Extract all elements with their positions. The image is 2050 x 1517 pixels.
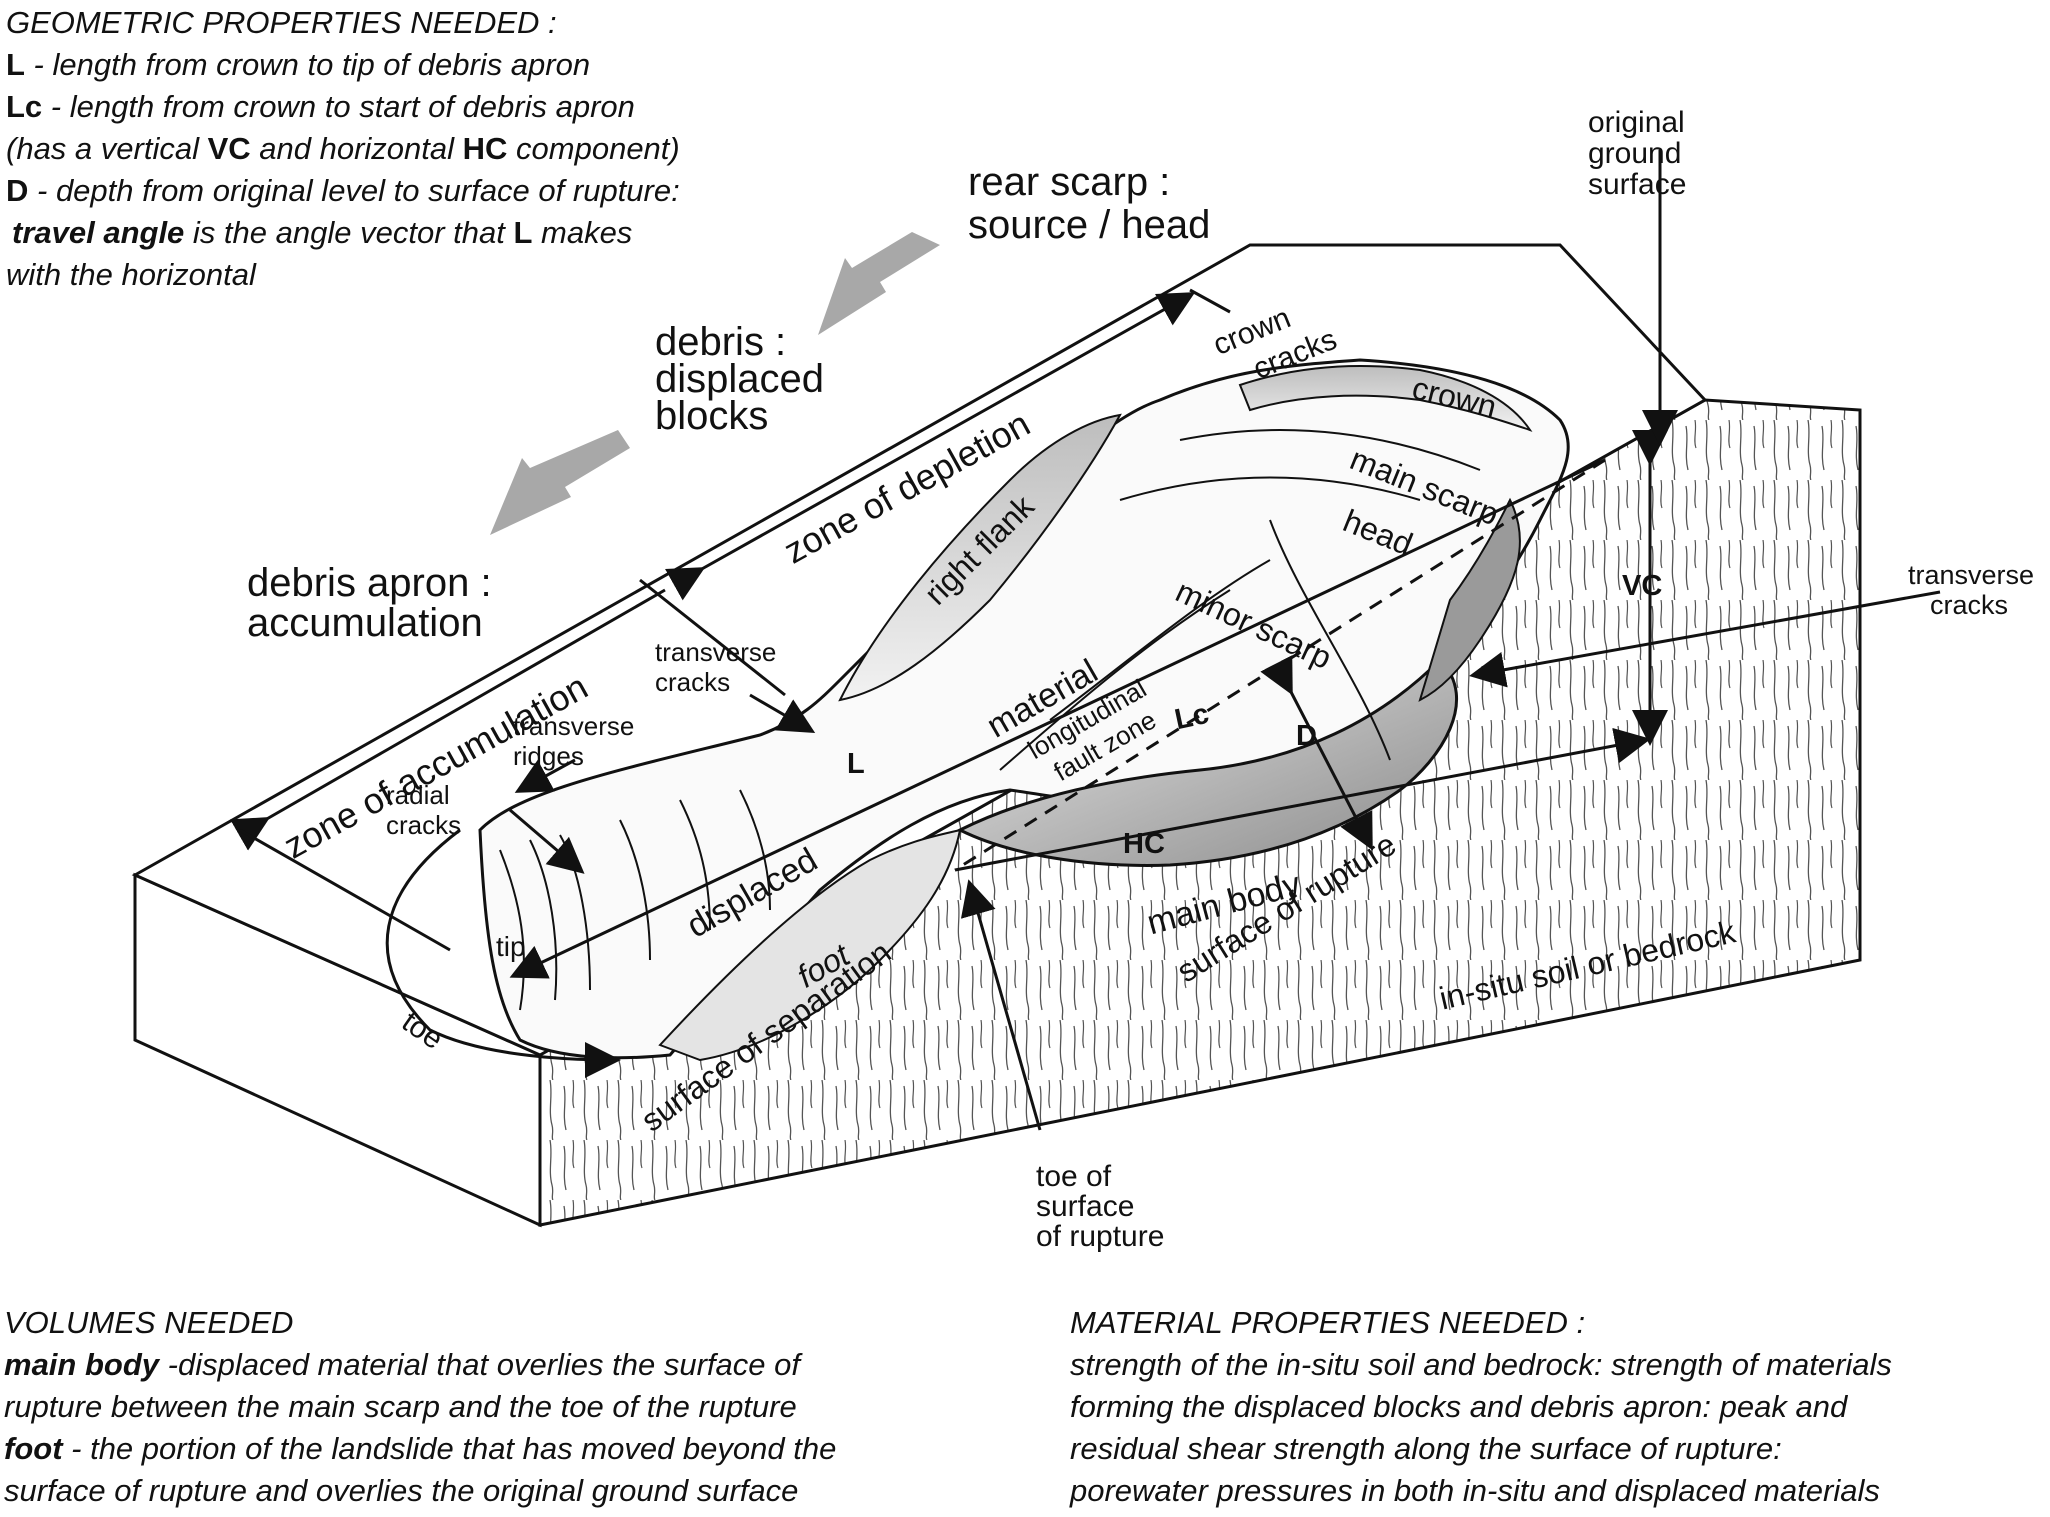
travel-angle-term: travel angle xyxy=(12,215,185,250)
label-transverse-cracks-mid-2: cracks xyxy=(655,667,731,697)
components-text-a: (has a vertical xyxy=(6,131,208,166)
lc-definition: - length from crown to start of debris a… xyxy=(42,89,635,124)
lc-symbol: Lc xyxy=(6,89,43,124)
foot-definition: - the portion of the landslide that has … xyxy=(62,1431,837,1466)
travel-angle-text2: makes xyxy=(532,215,633,250)
label-debris-apron: debris apron : xyxy=(247,561,492,605)
material-line3: residual shear strength along the surfac… xyxy=(1070,1431,1782,1466)
material-line4: porewater pressures in both in-situ and … xyxy=(1070,1473,1880,1508)
geometric-title: GEOMETRIC PROPERTIES NEEDED : xyxy=(6,5,557,40)
symbol-Lc: Lc xyxy=(1171,697,1212,737)
volumes-main-body-line: main body -displaced material that overl… xyxy=(4,1344,800,1386)
label-transverse-cracks-right-2: cracks xyxy=(1930,590,2009,620)
volumes-title: VOLUMES NEEDED xyxy=(4,1305,294,1340)
volumes-foot-line: foot - the portion of the landslide that… xyxy=(4,1428,836,1470)
d-definition: - depth from original level to surface o… xyxy=(28,173,680,208)
label-toe-of-rupture: of rupture xyxy=(1036,1220,1165,1253)
travel-angle-text: is the angle vector that xyxy=(184,215,514,250)
label-displaced: displaced xyxy=(655,357,825,401)
label-tip: tip xyxy=(496,931,526,962)
components-text-b: and horizontal xyxy=(250,131,463,166)
symbol-HC: HC xyxy=(1123,828,1165,860)
vc-symbol-inline: VC xyxy=(207,131,251,166)
d-symbol: D xyxy=(6,173,29,208)
l-definition: - length from crown to tip of debris apr… xyxy=(24,47,591,82)
label-transverse-ridges: transverse xyxy=(513,711,635,741)
label-surface: surface xyxy=(1588,168,1687,201)
geometric-l-line: L - length from crown to tip of debris a… xyxy=(6,44,590,86)
label-radial-cracks: radial xyxy=(386,780,450,810)
symbol-D: D xyxy=(1296,720,1317,752)
main-body-term: main body xyxy=(4,1347,160,1382)
symbol-VC: VC xyxy=(1622,570,1663,602)
label-rear-scarp: rear scarp : xyxy=(968,160,1171,204)
travel-angle-l: L xyxy=(513,215,533,250)
geometric-travel-angle-line2: with the horizontal xyxy=(6,257,256,292)
symbol-L: L xyxy=(847,748,865,780)
main-body-definition: -displaced material that overlies the su… xyxy=(159,1347,800,1382)
geometric-lc-line: Lc - length from crown to start of debri… xyxy=(6,86,635,128)
label-toe-surface: surface xyxy=(1036,1190,1135,1223)
geometric-components-line: (has a vertical VC and horizontal HC com… xyxy=(6,128,680,170)
label-transverse-ridges-2: ridges xyxy=(513,741,584,771)
volumes-foot-line2: surface of rupture and overlies the orig… xyxy=(4,1473,799,1508)
label-source-head: source / head xyxy=(968,203,1211,247)
label-debris: debris : xyxy=(655,320,787,364)
label-blocks: blocks xyxy=(655,394,769,438)
l-symbol: L xyxy=(6,47,25,82)
material-line2: forming the displaced blocks and debris … xyxy=(1070,1389,1848,1424)
label-original: original xyxy=(1588,106,1685,139)
material-line1: strength of the in-situ soil and bedrock… xyxy=(1070,1347,1892,1382)
label-ground: ground xyxy=(1588,137,1682,170)
label-transverse-cracks-right: transverse xyxy=(1908,560,2035,590)
label-accumulation: accumulation xyxy=(247,601,483,645)
measurement-lines xyxy=(230,150,1941,1131)
geometric-travel-angle-line: travel angle is the angle vector that L … xyxy=(12,212,632,254)
label-transverse-cracks-mid: transverse xyxy=(655,637,777,667)
foot-term: foot xyxy=(4,1431,63,1466)
label-toe-of: toe of xyxy=(1036,1160,1112,1193)
geometric-d-line: D - depth from original level to surface… xyxy=(6,170,680,212)
components-text-c: component) xyxy=(507,131,680,166)
hc-symbol-inline: HC xyxy=(462,131,508,166)
label-radial-cracks-2: cracks xyxy=(386,810,462,840)
landslide-outline xyxy=(478,358,1570,1062)
volumes-main-body-line2: rupture between the main scarp and the t… xyxy=(4,1389,797,1424)
material-title: MATERIAL PROPERTIES NEEDED : xyxy=(1070,1305,1586,1340)
